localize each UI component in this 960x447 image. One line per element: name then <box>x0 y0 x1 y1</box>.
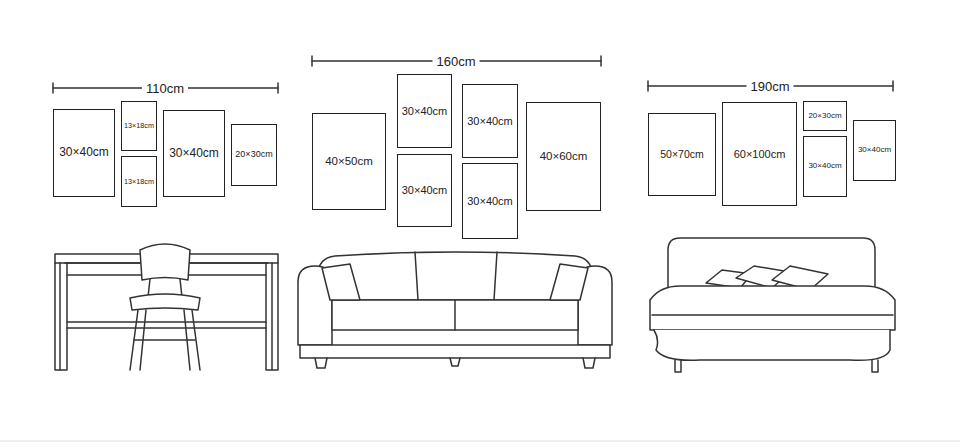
frame-size: 13×18cm <box>124 122 154 130</box>
ground-line <box>0 441 960 442</box>
picture-frame: 60×100cm <box>722 102 797 206</box>
frame-size: 30×40cm <box>402 105 448 117</box>
picture-frame: 40×50cm <box>312 113 386 210</box>
sofa <box>298 252 612 368</box>
frame-size: 30×40cm <box>467 195 513 207</box>
frame-size: 20×30cm <box>235 150 272 160</box>
frame-size: 13×18cm <box>124 178 154 186</box>
frame-size: 30×40cm <box>169 147 219 160</box>
dimension-label: 160cm <box>432 54 479 69</box>
picture-frame: 30×40cm <box>462 163 518 239</box>
frame-size: 50×70cm <box>660 149 704 161</box>
dimension-label: 110cm <box>142 81 188 96</box>
picture-frame: 30×40cm <box>163 110 225 197</box>
frame-size: 30×40cm <box>467 115 513 127</box>
frame-size: 40×50cm <box>325 155 373 168</box>
picture-frame: 20×30cm <box>231 124 277 186</box>
frame-size: 30×40cm <box>858 146 891 155</box>
picture-frame: 50×70cm <box>648 113 716 196</box>
picture-frame: 30×40cm <box>397 154 452 227</box>
picture-frame: 30×40cm <box>803 136 847 197</box>
chair <box>130 244 200 370</box>
picture-frame: 30×40cm <box>397 74 452 148</box>
picture-frame: 40×60cm <box>526 102 601 211</box>
frame-size: 60×100cm <box>734 148 786 160</box>
picture-frame: 13×18cm <box>121 101 157 151</box>
frame-size: 30×40cm <box>402 184 448 196</box>
frame-size: 30×40cm <box>59 146 109 159</box>
dimension-label: 190cm <box>746 79 793 94</box>
picture-frame: 30×40cm <box>53 109 115 197</box>
frame-size: 20×30cm <box>808 112 841 121</box>
picture-frame: 30×40cm <box>853 120 896 181</box>
picture-frame: 20×30cm <box>803 101 847 131</box>
frame-size: 30×40cm <box>808 162 841 171</box>
frame-size: 40×60cm <box>540 150 588 163</box>
picture-frame: 30×40cm <box>462 84 518 158</box>
bed <box>650 238 895 372</box>
picture-frame: 13×18cm <box>121 156 157 207</box>
